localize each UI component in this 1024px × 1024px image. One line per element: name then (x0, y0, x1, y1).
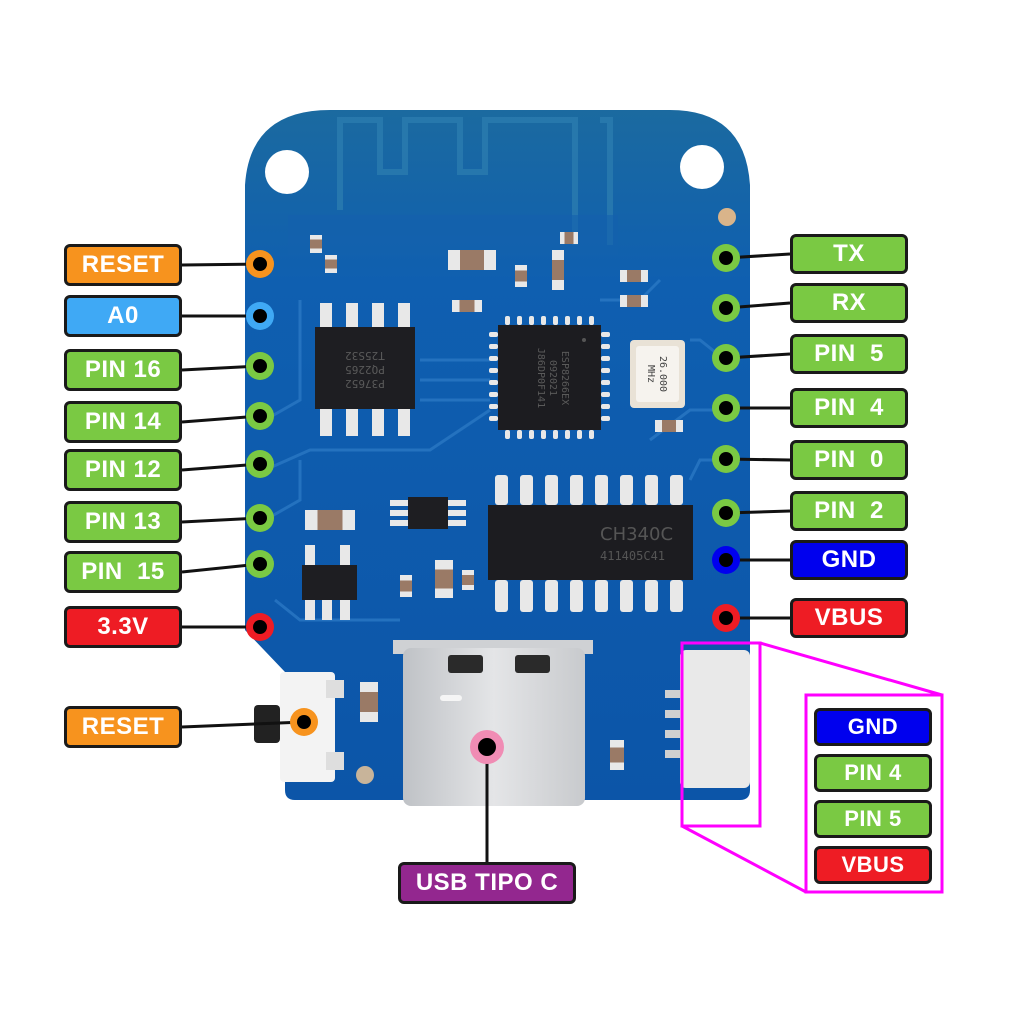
usb-marker (470, 730, 504, 764)
label-reset-button: RESET (64, 706, 182, 748)
pin-pad-left-pin-13 (246, 504, 274, 532)
pin-pad-right-pin-0 (712, 445, 740, 473)
label-left-pin-16: PIN 16 (64, 349, 182, 391)
crystal-line-1: 26.000 (657, 356, 668, 392)
mounting-hole-right (680, 145, 724, 189)
esp8266-chip (489, 316, 610, 439)
label-right-pin-0: PIN 0 (790, 440, 908, 480)
reset-button-marker (290, 708, 318, 736)
flash-line-3: T25S32 (345, 349, 385, 362)
pcb-board (245, 110, 750, 800)
label-left-reset: RESET (64, 244, 182, 286)
pin-pad-right-pin-5 (712, 344, 740, 372)
pin-pad-right-gnd (712, 546, 740, 574)
i2c-callout-frame (680, 641, 944, 894)
mcu-line-2: 092021 (547, 360, 558, 396)
usb-c-connector (393, 640, 593, 806)
crystal-oscillator (630, 340, 685, 408)
crystal-line-2: MHz (645, 365, 656, 383)
pin-pad-right-vbus (712, 604, 740, 632)
test-pad (718, 208, 736, 226)
pin-pad-right-tx (712, 244, 740, 272)
pin-pad-right-pin-4 (712, 394, 740, 422)
pin-pad-left-pin-14 (246, 402, 274, 430)
label-right-pin-2: PIN 2 (790, 491, 908, 531)
flash-line-1: P37652 (345, 377, 385, 390)
ch340-line-2: 411405C41 (600, 549, 665, 563)
pin-pad-left-pin-16 (246, 352, 274, 380)
flash-chip (315, 303, 415, 436)
label-right-pin-4: PIN 4 (790, 388, 908, 428)
pin-pad-right-rx (712, 294, 740, 322)
ch340-line-1: CH340C (600, 524, 673, 545)
label-left-3-3v: 3.3V (64, 606, 182, 648)
i2c-connector (665, 650, 750, 788)
ch340c-chip (488, 475, 693, 612)
label-left-pin-12: PIN 12 (64, 449, 182, 491)
label-i2c-gnd: GND (814, 708, 932, 746)
label-right-tx: TX (790, 234, 908, 274)
leader-line (181, 720, 305, 729)
mounting-hole-left (265, 150, 309, 194)
label-i2c-pin-4: PIN 4 (814, 754, 932, 792)
label-right-vbus: VBUS (790, 598, 908, 638)
label-right-gnd: GND (790, 540, 908, 580)
label-right-pin-5: PIN 5 (790, 334, 908, 374)
pin-pad-right-pin-2 (712, 499, 740, 527)
label-left-pin-15: PIN 15 (64, 551, 182, 593)
label-i2c-vbus: VBUS (814, 846, 932, 884)
label-usb-tipo-c: USB TIPO C (398, 862, 576, 904)
antenna-trace (337, 117, 613, 245)
pin-pad-left-a0 (246, 302, 274, 330)
label-left-a0: A0 (64, 295, 182, 337)
pin-pad-left-pin-12 (246, 450, 274, 478)
pin-pad-left-3-3v (246, 613, 274, 641)
pin-pad-left-pin-15 (246, 550, 274, 578)
label-left-pin-14: PIN 14 (64, 401, 182, 443)
pin-pad-left-reset (246, 250, 274, 278)
label-right-rx: RX (790, 283, 908, 323)
mcu-line-3: J86DP0F141 (535, 348, 546, 408)
label-left-pin-13: PIN 13 (64, 501, 182, 543)
flash-line-2: PQ2265 (345, 363, 385, 376)
label-i2c-pin-5: PIN 5 (814, 800, 932, 838)
chip-markings: P37652 PQ2265 T25S32 ESP8266EX 092021 J8… (345, 348, 673, 563)
mcu-line-1: ESP8266EX (559, 351, 570, 405)
